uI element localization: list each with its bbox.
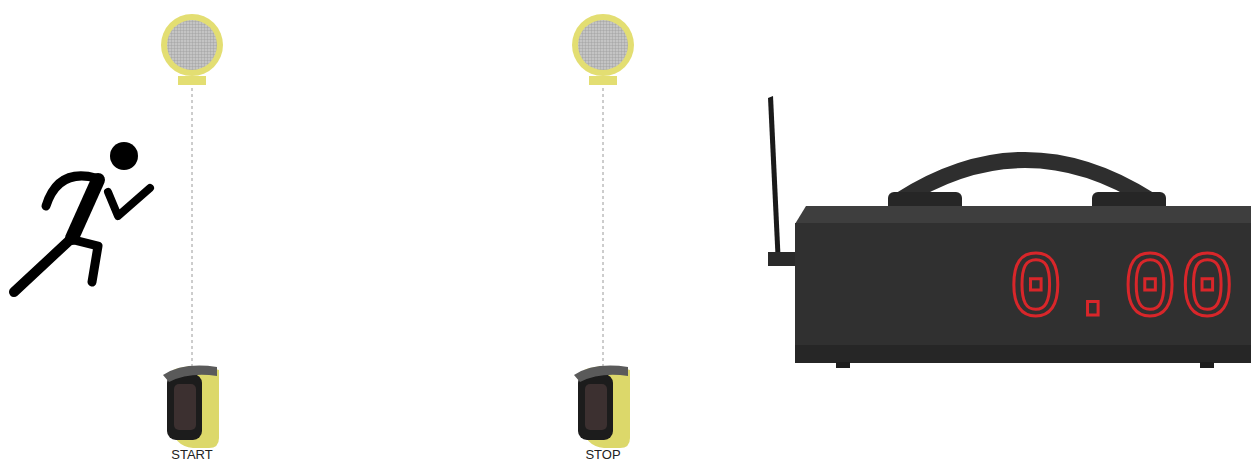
- foot: [836, 362, 850, 368]
- case-bottom: [795, 345, 1251, 363]
- reflector: [161, 14, 223, 85]
- timer-display: 0.00: [990, 236, 1251, 346]
- photocell-sensor: [574, 366, 630, 448]
- antenna-base: [768, 252, 796, 266]
- reflector: [572, 14, 634, 85]
- runner-icon: [14, 142, 150, 292]
- timer-display-unit: [768, 96, 1251, 368]
- foot: [1200, 362, 1214, 368]
- antenna: [768, 96, 781, 266]
- stop-sensor: STOP: [561, 360, 645, 463]
- stop-gate: [572, 14, 634, 448]
- time-readout: 0.00: [1008, 243, 1237, 339]
- gate-label: START: [171, 447, 212, 463]
- beam-line: [603, 88, 604, 368]
- gate-label: STOP: [585, 447, 620, 463]
- case-top: [795, 206, 1251, 224]
- beam-line: [192, 88, 193, 368]
- case-front: [795, 223, 1251, 363]
- start-sensor: START: [150, 360, 234, 463]
- photocell-sensor: [163, 366, 219, 448]
- start-gate: [161, 14, 223, 448]
